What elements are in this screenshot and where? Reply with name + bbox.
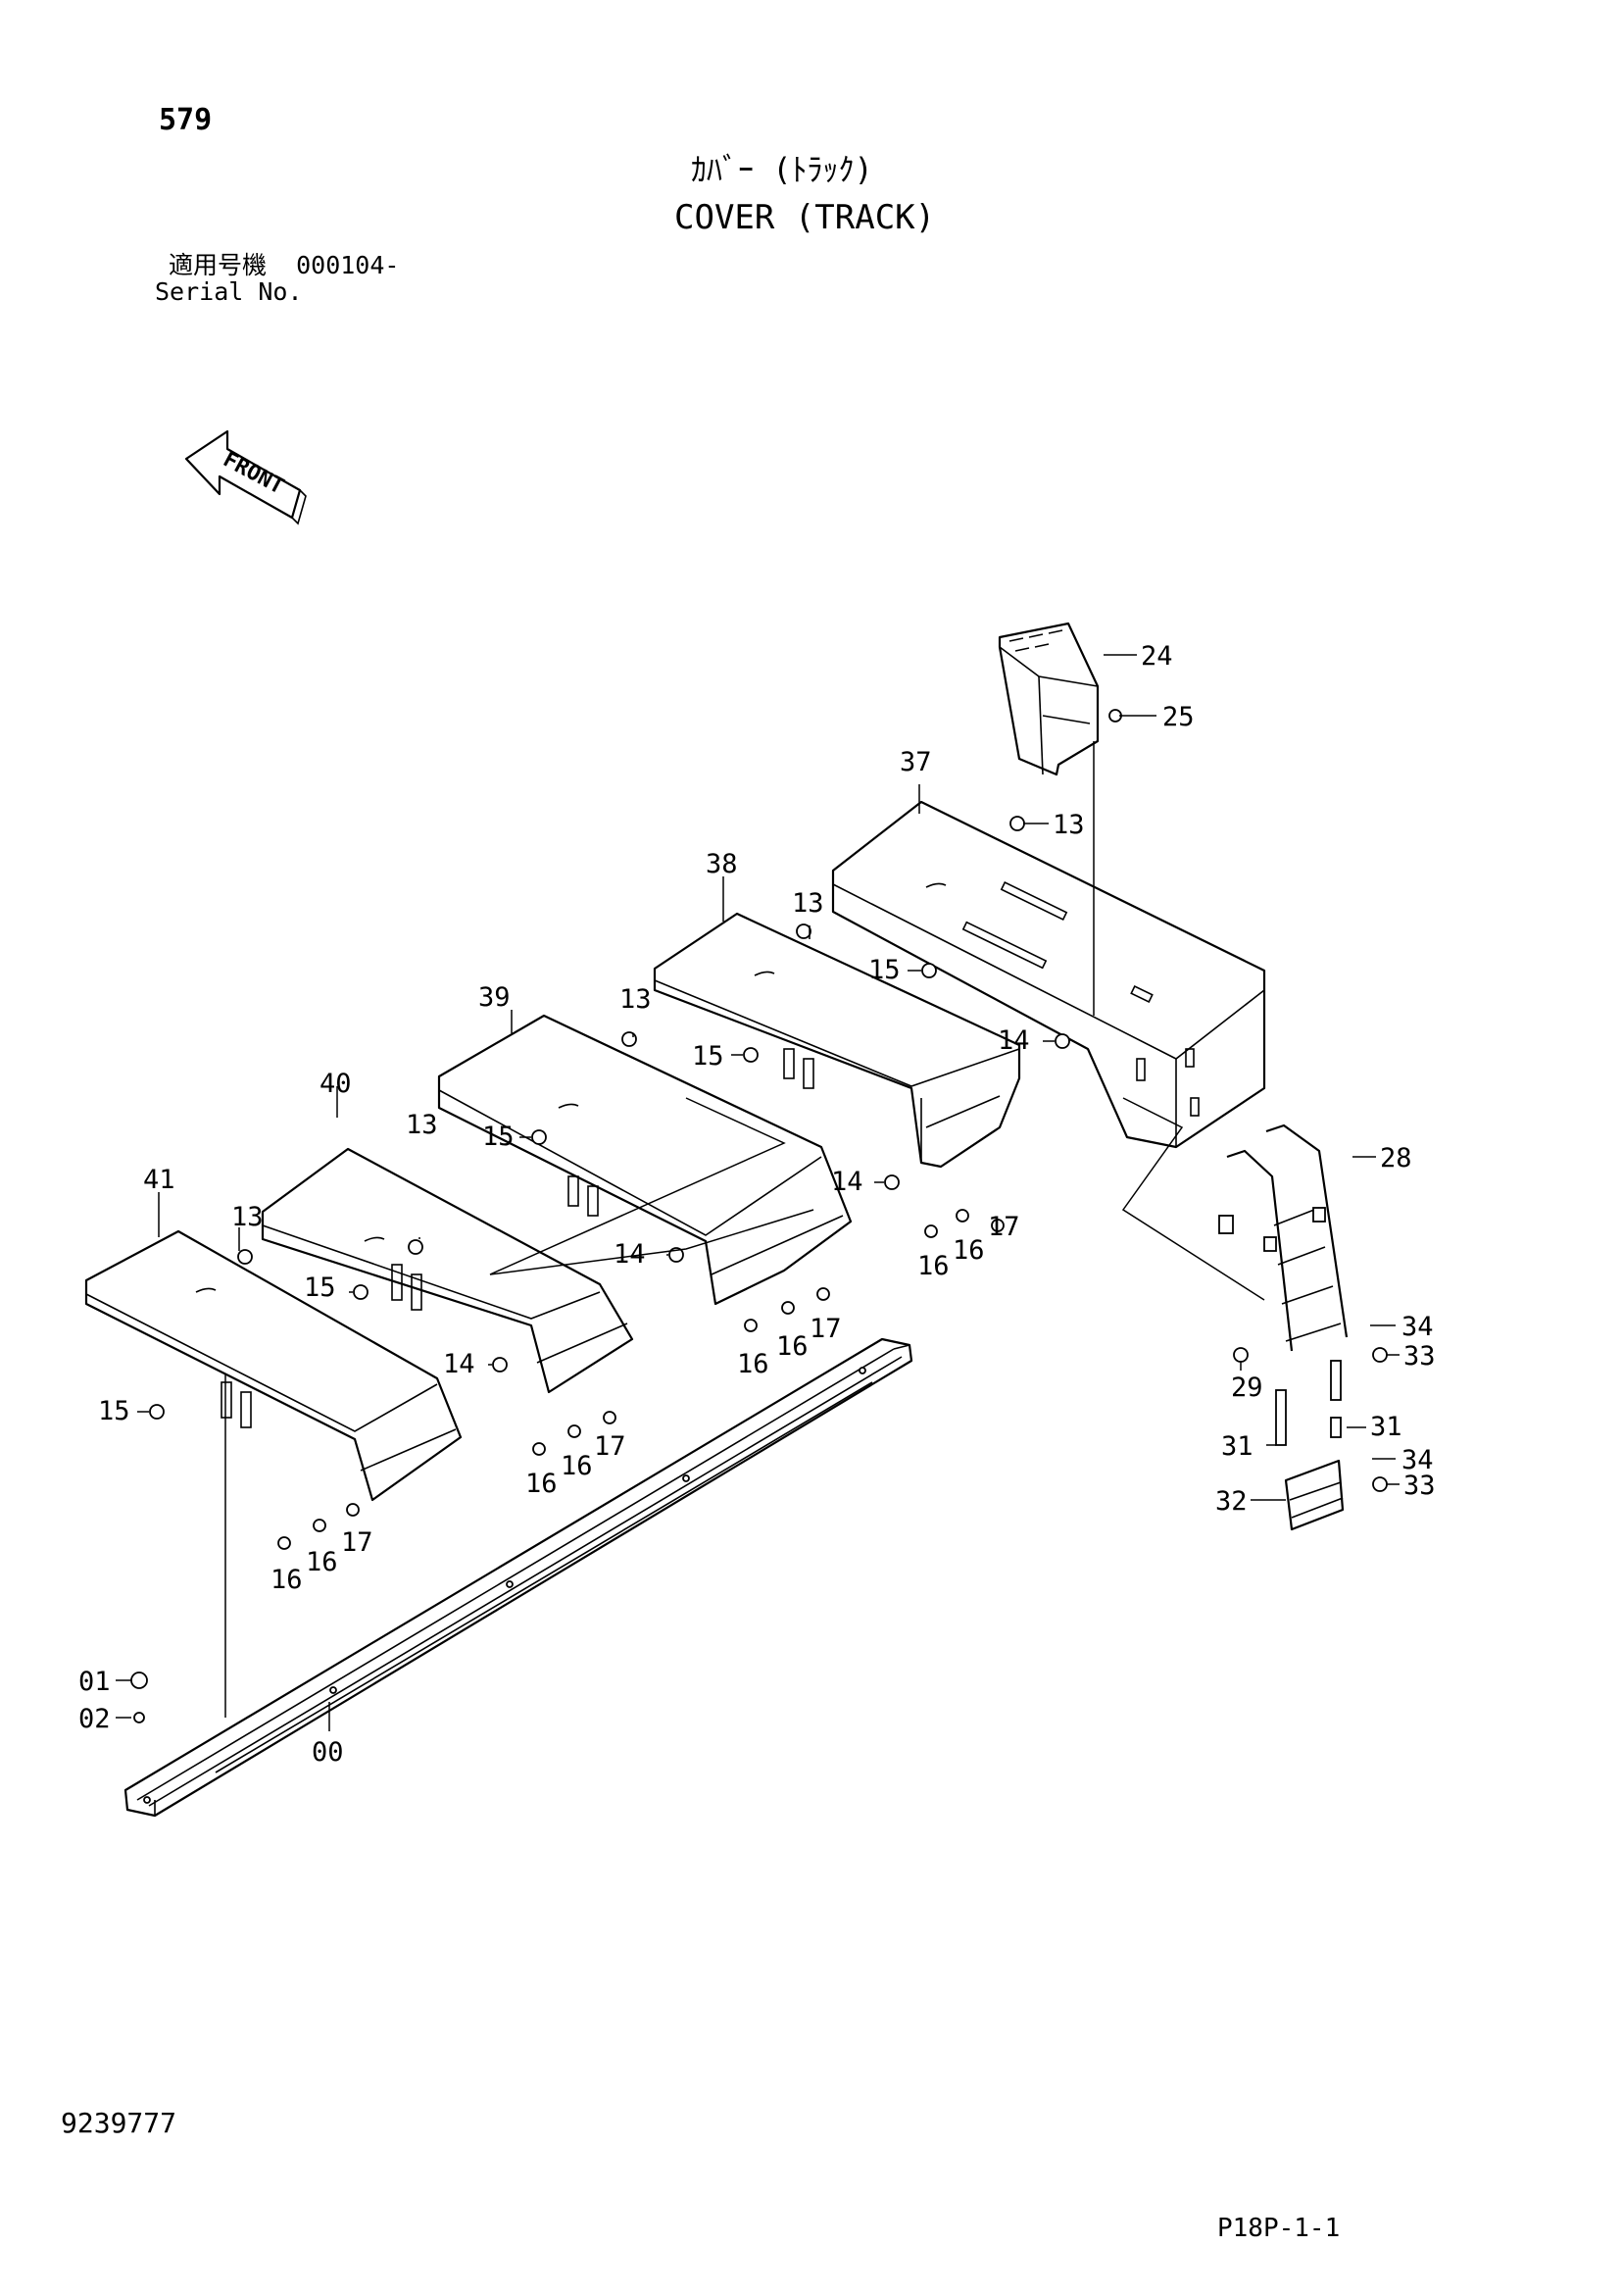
track-cover-38	[653, 912, 1021, 1169]
callout-16: 16	[776, 1331, 809, 1362]
callout-14: 14	[443, 1349, 475, 1379]
callout-33: 33	[1403, 1471, 1436, 1501]
callout-16: 16	[917, 1251, 950, 1281]
page-title: COVER (TRACK)	[674, 198, 936, 237]
track-cover-41	[84, 1229, 463, 1502]
page-code: P18P-1-1	[1217, 2214, 1341, 2243]
callout-17: 17	[988, 1212, 1020, 1242]
callout-13: 13	[792, 888, 824, 919]
callout-28: 28	[1380, 1143, 1412, 1173]
callout-16: 16	[270, 1565, 303, 1595]
ladder-step-32	[1284, 1459, 1345, 1531]
serial-number-label: Serial No.	[155, 277, 303, 306]
ladder-28	[1218, 1123, 1349, 1352]
callout-33: 33	[1403, 1341, 1436, 1372]
callout-16: 16	[953, 1235, 985, 1266]
callout-16: 16	[525, 1469, 558, 1499]
callout-14: 14	[831, 1167, 863, 1197]
callout-37: 37	[900, 747, 932, 777]
callout-01: 01	[78, 1667, 111, 1697]
callout-15: 15	[482, 1122, 515, 1152]
hardware-bolt-icon	[130, 709, 1388, 1723]
callout-17: 17	[341, 1527, 373, 1558]
callout-41: 41	[143, 1165, 175, 1195]
leader-lines	[116, 654, 1400, 1731]
ladder-link-31	[1275, 1360, 1342, 1446]
track-cover-40	[261, 1147, 634, 1394]
callout-14: 14	[614, 1239, 646, 1270]
callout-34: 34	[1401, 1445, 1434, 1475]
serial-range-label: 適用号機 000104-	[169, 251, 400, 279]
callout-31: 31	[1370, 1412, 1402, 1442]
callout-13: 13	[1053, 810, 1085, 840]
callout-16: 16	[737, 1349, 769, 1379]
callout-13: 13	[406, 1110, 438, 1140]
front-arrow-icon: FRONT	[184, 429, 307, 525]
callout-15: 15	[98, 1396, 130, 1426]
page-title-japanese: ｶﾊﾞｰ (ﾄﾗｯｸ)	[691, 151, 873, 188]
callout-13: 13	[231, 1202, 264, 1232]
hardware-nut-icon	[277, 1209, 1005, 1550]
document-number: 9239777	[61, 2107, 177, 2139]
callout-15: 15	[304, 1273, 336, 1303]
callout-13: 13	[619, 984, 652, 1015]
callout-17: 17	[810, 1314, 842, 1344]
callout-16: 16	[561, 1451, 593, 1481]
track-frame-rail	[123, 1337, 913, 1818]
callout-labels: 24 25 37 13 38 13 15 39 13 15 14 40 13 1…	[78, 641, 1436, 1768]
callout-02: 02	[78, 1704, 111, 1734]
callout-39: 39	[478, 982, 511, 1013]
callout-25: 25	[1162, 702, 1195, 732]
callout-14: 14	[998, 1025, 1030, 1056]
callout-32: 32	[1215, 1486, 1248, 1517]
page-number: 579	[159, 103, 213, 137]
step-24	[998, 622, 1100, 776]
track-cover-37	[831, 800, 1266, 1149]
track-cover-39	[437, 1014, 853, 1306]
callout-40: 40	[319, 1069, 352, 1099]
callout-15: 15	[692, 1041, 724, 1072]
callout-00: 00	[312, 1737, 344, 1768]
callout-16: 16	[306, 1547, 338, 1577]
callout-29: 29	[1231, 1373, 1263, 1403]
callout-24: 24	[1141, 641, 1173, 672]
callout-15: 15	[868, 955, 901, 985]
callout-31: 31	[1221, 1431, 1253, 1462]
callout-38: 38	[706, 849, 738, 879]
callout-17: 17	[594, 1431, 626, 1462]
callout-34: 34	[1401, 1312, 1434, 1342]
